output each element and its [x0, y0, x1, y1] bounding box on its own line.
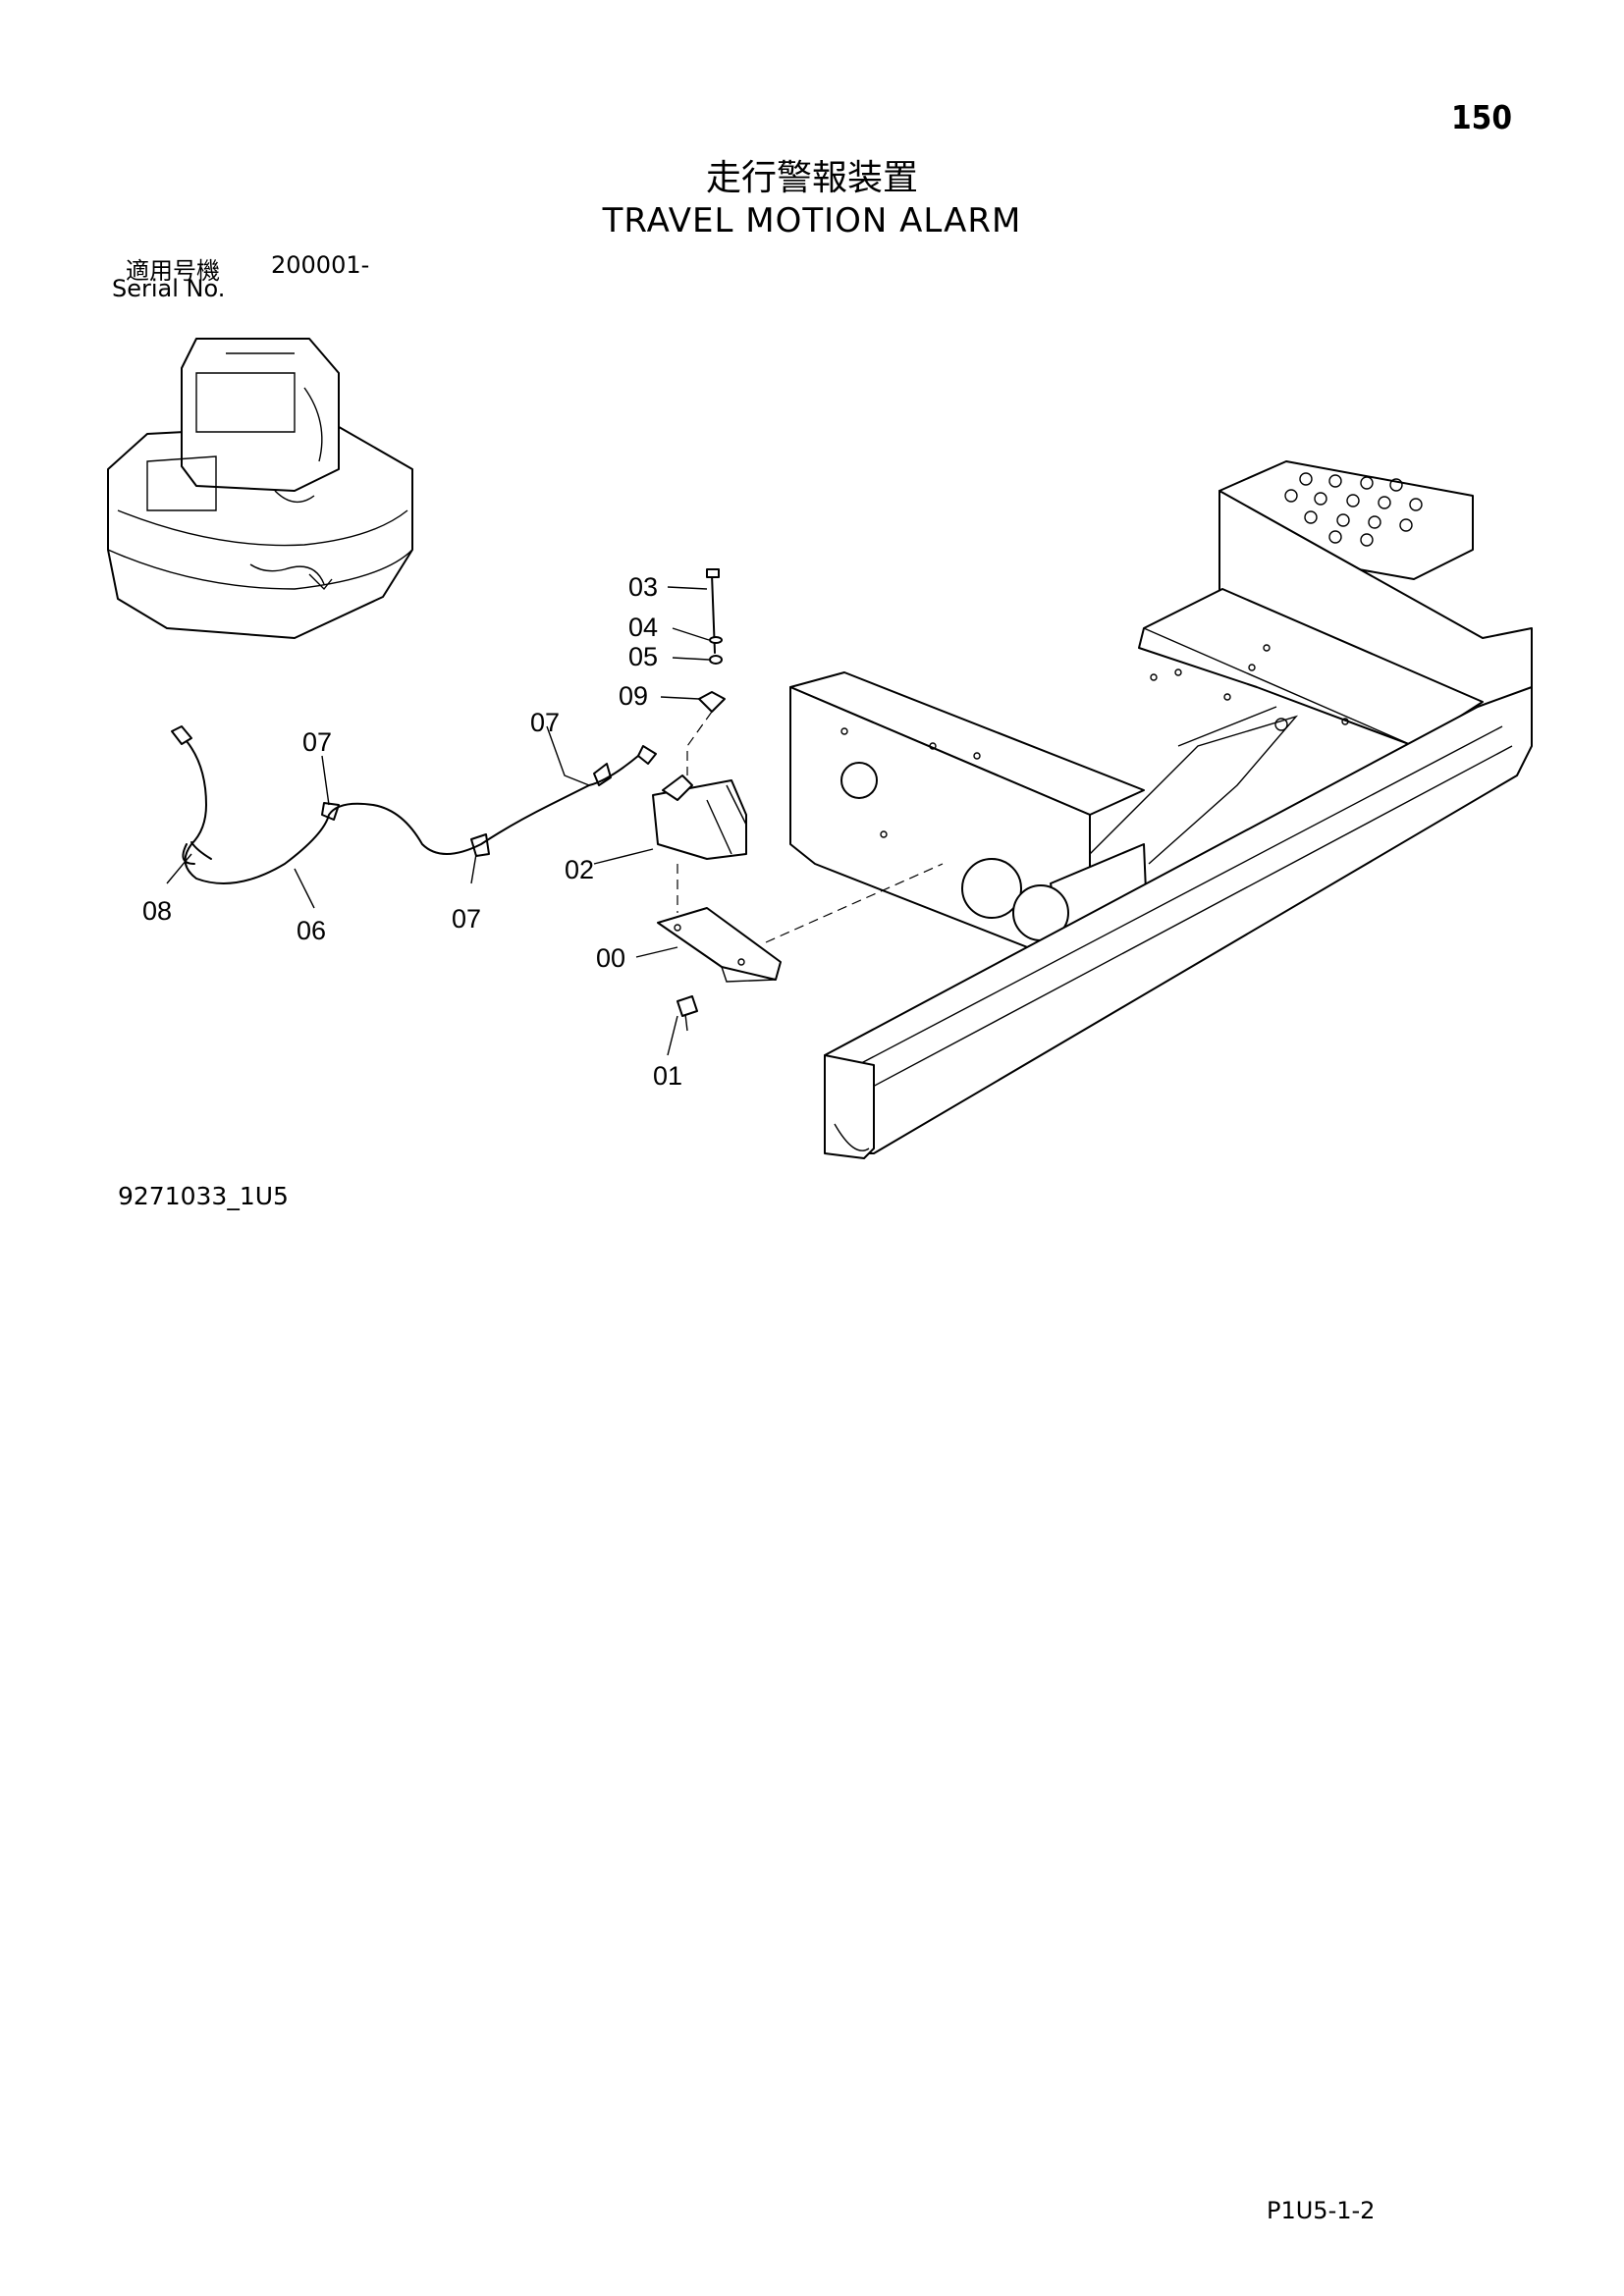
serial-number-range: 200001- — [271, 251, 370, 279]
frame-illustration — [789, 460, 1533, 1159]
serial-label-english: Serial No. — [112, 275, 226, 302]
wire-harness — [171, 725, 657, 884]
page-number: 150 — [1451, 98, 1512, 136]
drawing-code: 9271033_1U5 — [118, 1182, 289, 1210]
page-title-japanese: 走行警報装置 — [705, 158, 918, 198]
callout-labels: 03 04 05 09 07 07 07 02 08 06 00 01 — [142, 572, 682, 1091]
callout-05: 05 — [628, 642, 658, 671]
callout-00: 00 — [596, 943, 625, 973]
machine-overview-illustration — [107, 338, 413, 639]
callout-03: 03 — [628, 572, 658, 602]
callout-02: 02 — [565, 855, 594, 884]
callout-09: 09 — [619, 681, 648, 711]
serial-label-japanese: 適用号機 — [126, 257, 220, 285]
alarm-assembly — [652, 568, 944, 1032]
callout-07-lower: 07 — [452, 904, 481, 934]
step-holes — [1284, 472, 1423, 547]
callout-06: 06 — [297, 916, 326, 945]
page-code: P1U5-1-2 — [1267, 2197, 1376, 2224]
callout-07-right: 07 — [530, 708, 560, 737]
leader-lines — [166, 586, 710, 1056]
callout-08: 08 — [142, 896, 172, 926]
callout-07-left: 07 — [302, 727, 332, 757]
callout-04: 04 — [628, 613, 658, 642]
page-title-english: TRAVEL MOTION ALARM — [602, 201, 1022, 240]
callout-01: 01 — [653, 1061, 682, 1091]
